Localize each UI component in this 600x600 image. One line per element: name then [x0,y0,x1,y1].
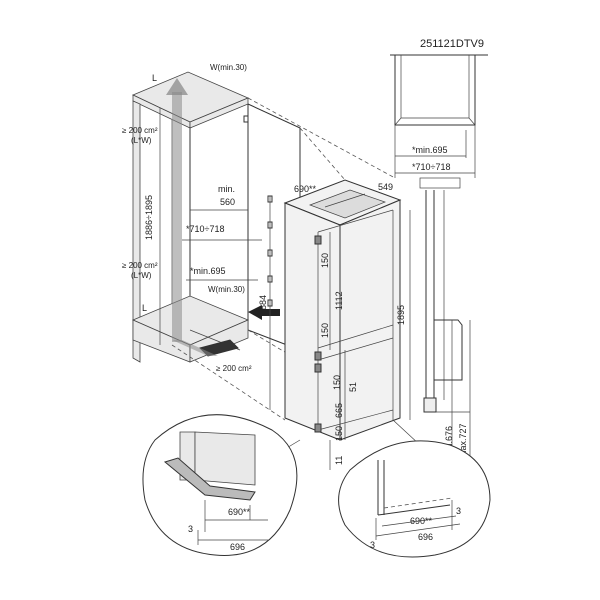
vent-bottom-label: ≥ 200 cm² [216,364,252,373]
min-560-value: 560 [220,197,235,207]
niche-l-label: L [152,73,157,83]
vent-mid-label: ≥ 200 cm² [122,261,158,270]
detail-right-3a-label: 3 [370,540,375,550]
appliance-dimensions [269,196,411,470]
top-view-detail [390,54,488,178]
appliance-height-label: 1884 [258,295,268,315]
detail-right-690-label: 690** [410,516,433,526]
detail-right-696-label: 696 [418,532,433,542]
detail-right-circle [338,419,491,558]
niche-height-label: 1886÷1895 [144,195,154,240]
depth-549-label: 549 [378,182,393,192]
min-695-label: *min.695 [190,266,226,276]
appliance-body [248,179,402,441]
dim-665-label: 665 [334,403,344,418]
top-min-695-label: *min.695 [412,145,448,155]
vent-mid-unit: (L*W) [131,271,152,280]
dim-150-mid-label: 150 [320,323,330,338]
w-min-bottom-label: W(min.30) [208,285,245,294]
detail-left-696-label: 696 [230,542,245,552]
dim-1112-label: 1112 [334,291,344,310]
detail-left-circle [142,414,301,556]
side-max-727-label: max.727 [458,423,468,458]
dim-150-top-label: 150 [320,253,330,268]
total-height-label: 1895 [396,305,406,325]
vent-top-unit: (L*W) [131,136,152,145]
detail-left-3-label: 3 [188,524,193,534]
detail-right-3b-label: 3 [456,506,461,516]
detail-left-690-label: 690** [228,507,251,517]
depth-range-label: *710÷718 [186,224,224,234]
side-min-676-label: min.676 [444,426,454,458]
w-min-top-label: W(min.30) [210,63,247,72]
niche-cabinet [131,71,301,363]
niche-l-bottom-label: L [142,303,147,313]
width-690-label: 690** [294,184,317,194]
dim-11-label: 11 [334,456,344,465]
side-profile [419,177,475,471]
min-560-label: min. [218,184,235,194]
dim-51-label: 51 [348,382,358,392]
model-code: 251121DTV9 [420,38,484,50]
dim-150-low-label: 150 [332,375,342,390]
top-710-718-label: *710÷718 [412,162,450,172]
vent-top-label: ≥ 200 cm² [122,126,158,135]
dim-150-bottom-label: 150 [334,426,344,441]
